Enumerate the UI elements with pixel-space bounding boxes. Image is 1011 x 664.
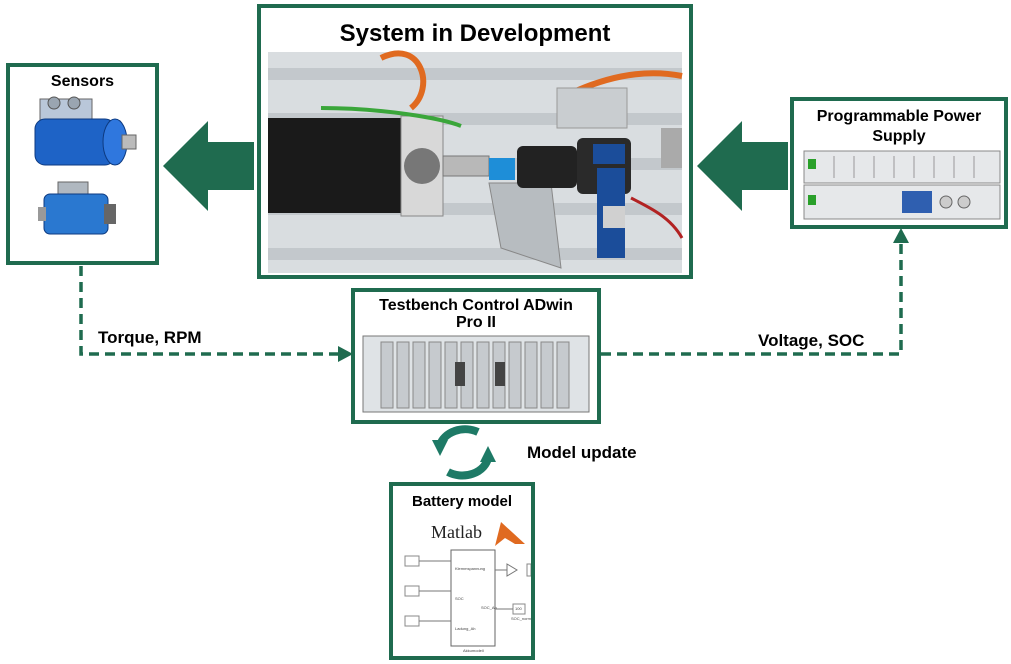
sensors-box: Sensors [6, 63, 159, 265]
system-in-development-box: System in Development [257, 4, 693, 279]
power-supply-title-line1: Programmable Power [816, 108, 982, 125]
simulink-port-2: SOC [455, 596, 464, 601]
testbench-control-box: Testbench Control ADwin Pro II [351, 288, 601, 424]
power-supply-title-line2: Supply [872, 128, 926, 145]
power-supply-box: Programmable Power Supply [790, 97, 1008, 229]
matlab-label: Matlab [431, 522, 482, 542]
simulink-display-value: 100 [515, 606, 522, 611]
adwin-rack-image [362, 335, 590, 413]
voltage-soc-label: Voltage, SOC [758, 331, 865, 350]
testbench-title-line1: Testbench Control ADwin [379, 297, 573, 314]
power-supply-image [803, 150, 1001, 220]
dashed-link-arrowhead-left [338, 346, 353, 362]
matlab-logo-icon [495, 522, 525, 546]
sensors-title: Sensors [50, 73, 115, 90]
dashed-link-testbench-power [601, 243, 903, 356]
testbench-title-line2: Pro II [455, 314, 496, 331]
simulink-display-label: SOC_norm [511, 616, 532, 621]
flow-arrow-from-power-supply [697, 121, 788, 211]
simulink-port-3: Ladung_Ah [455, 626, 476, 631]
simulink-diagram [404, 522, 531, 647]
dashed-link-sensors-testbench [79, 266, 340, 356]
testbench-photo [268, 50, 684, 273]
battery-model-box: Battery model Matlab Klemmspannung SOC L… [389, 482, 535, 660]
simulink-out-port: SOC_Ah [481, 605, 497, 610]
model-update-loop-icon [432, 425, 496, 480]
simulink-block-label: Akkumodell [463, 648, 484, 653]
simulink-port-1: Klemmspannung [455, 566, 486, 571]
torque-rpm-label: Torque, RPM [98, 328, 202, 347]
flow-arrow-to-sensors [163, 121, 254, 211]
dashed-link-arrowhead-right [893, 228, 909, 243]
battery-model-title: Battery model [411, 493, 513, 510]
main-title: System in Development [339, 20, 611, 47]
torque-sensor-image [34, 96, 137, 235]
model-update-label: Model update [527, 443, 637, 462]
